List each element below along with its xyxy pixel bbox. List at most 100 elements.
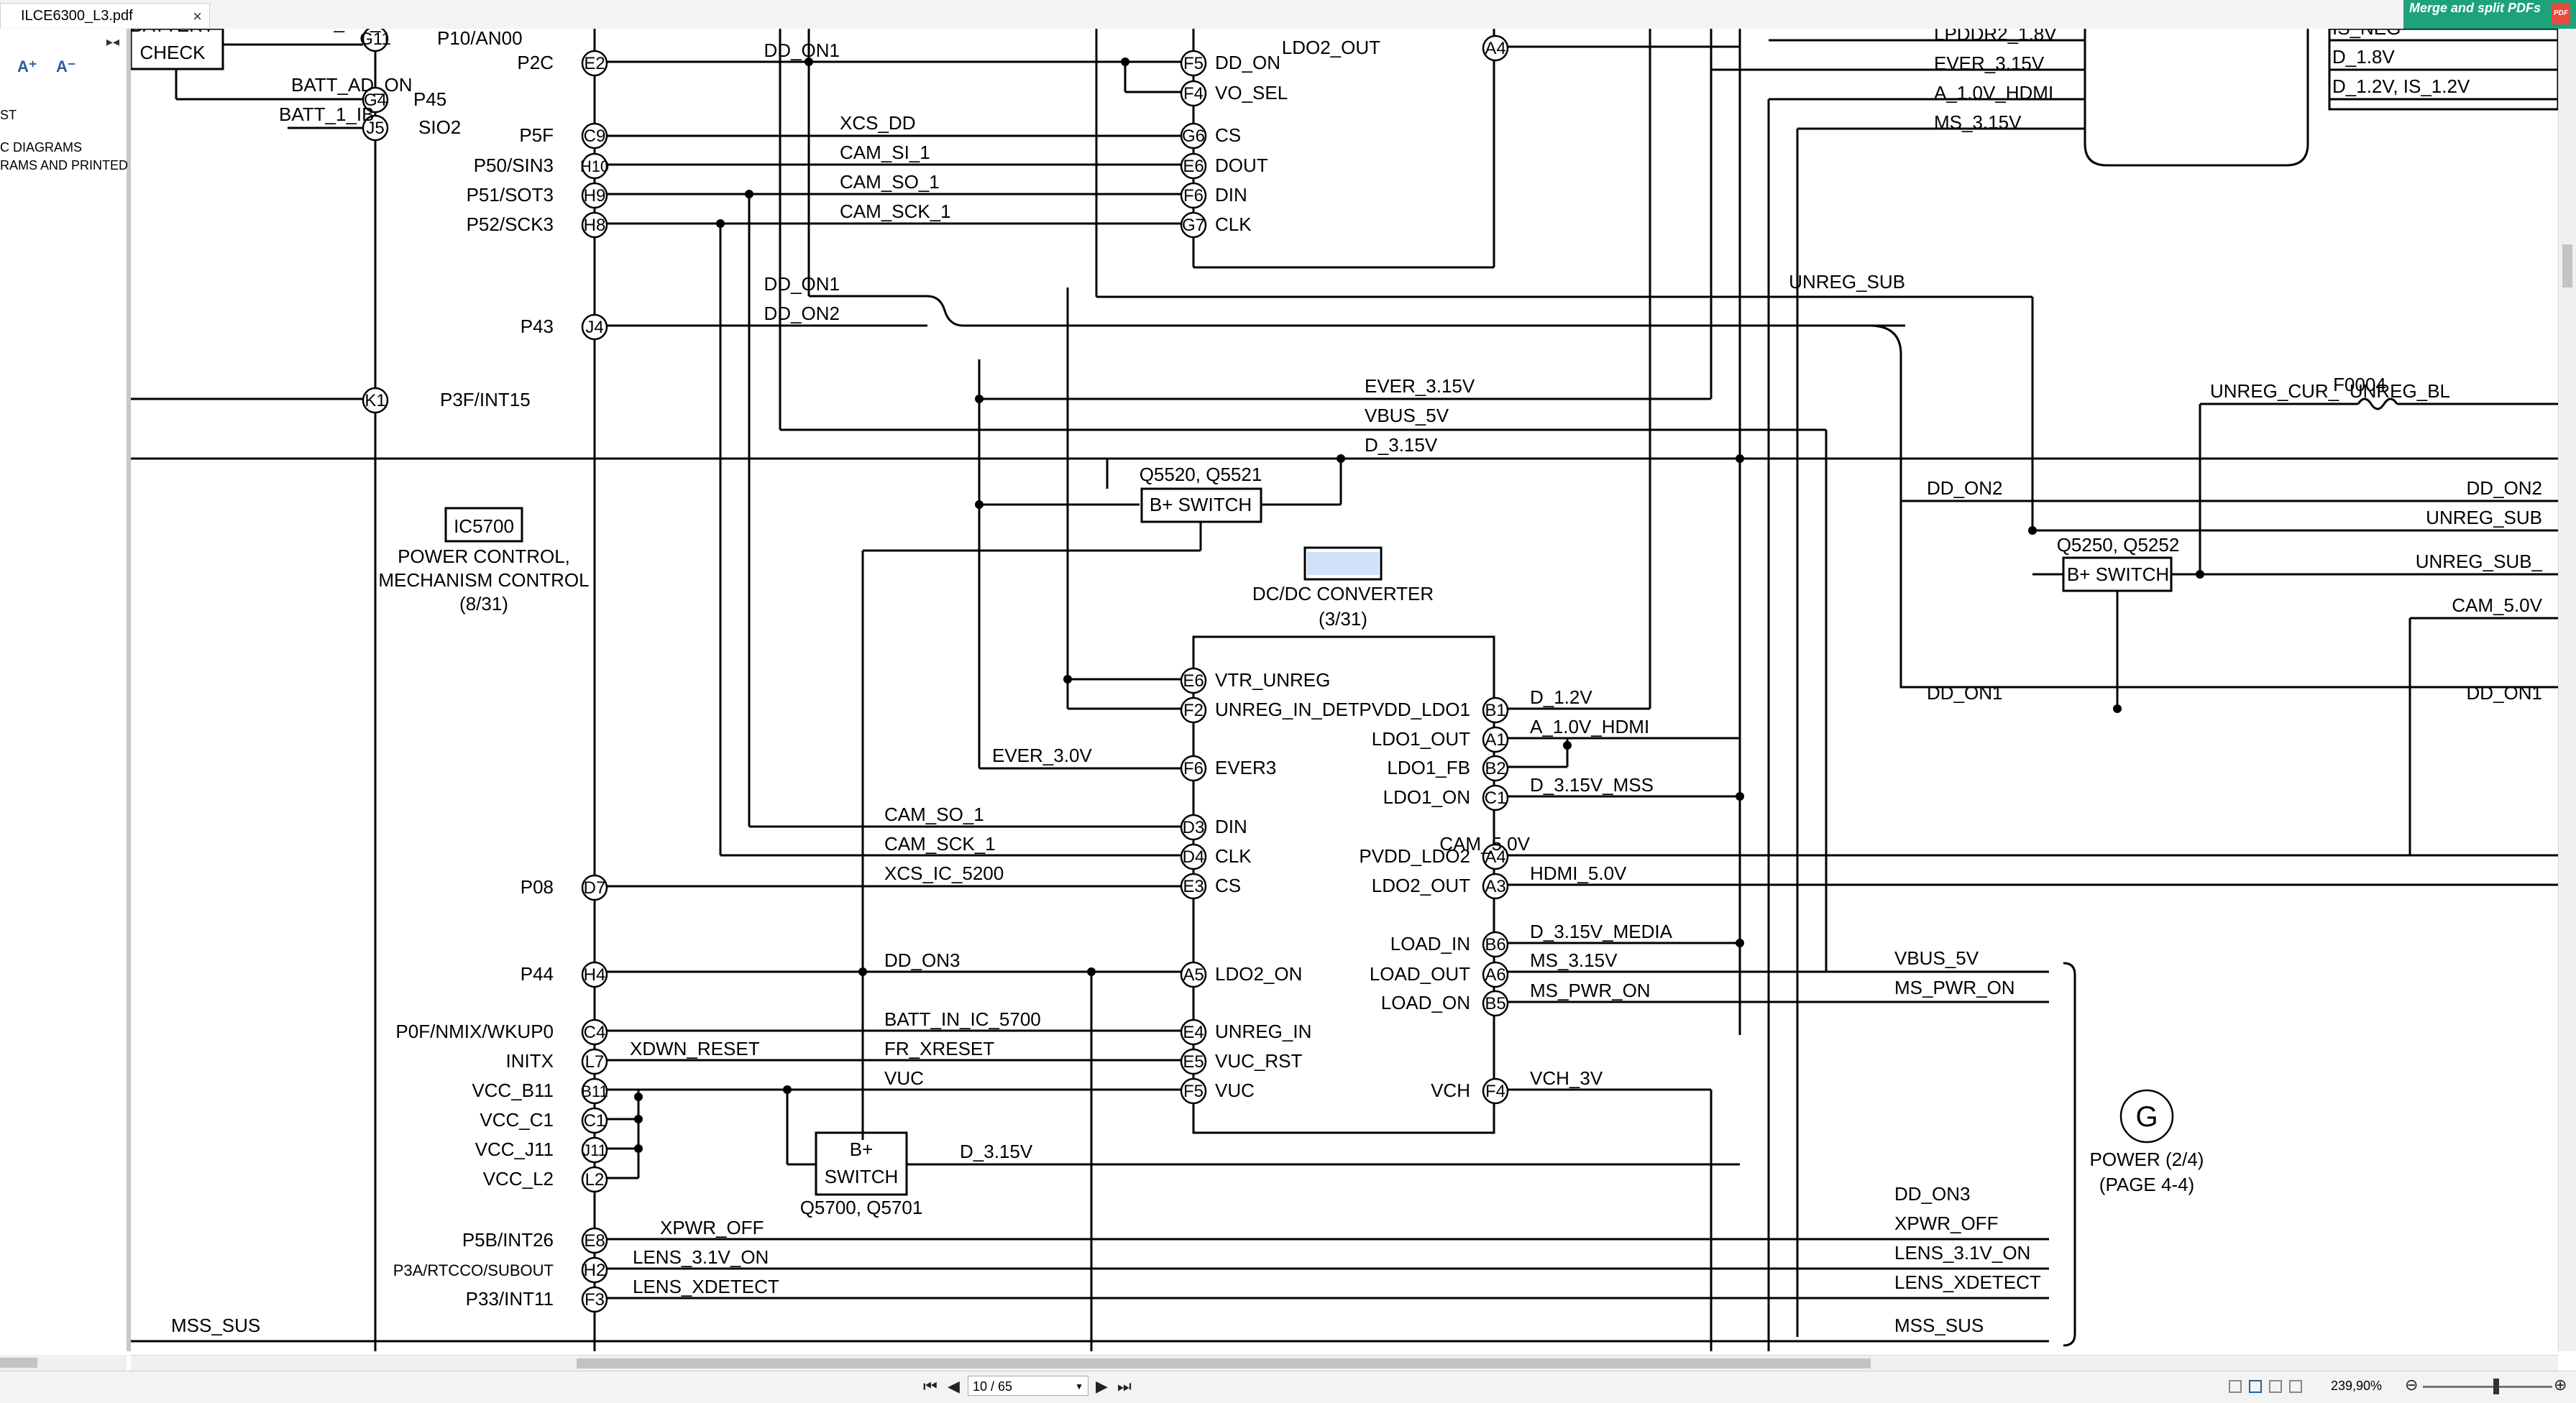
close-icon[interactable]: × [193,7,202,25]
schematic-label: MS_3.15V [1934,111,2022,133]
schematic-label: CLK [1215,213,1252,235]
vertical-scrollbar[interactable] [2558,29,2576,1351]
schematic-label: F0004 [2333,374,2386,395]
facing-continuous-view-icon[interactable] [2289,1380,2302,1393]
schematic-label: UNREG_IN [1215,1021,1311,1042]
pin-circle [1180,873,1207,900]
schematic-label: IC5700 [454,515,514,537]
pin-label: B5 [1485,994,1505,1013]
zoom-out-icon[interactable]: ⊖ [2405,1376,2419,1394]
pin-circle [581,1227,608,1254]
schematic-label: G [2135,1101,2158,1133]
pin-label: C1 [1485,788,1507,808]
schematic-label: CAM_SCK_1 [884,833,996,855]
page-ref-circle [2119,1089,2174,1144]
schematic-label: P10/AN00 [437,29,523,49]
pin-label: J11 [582,1141,607,1159]
pin-circle [1180,80,1207,107]
pin-label: F3 [585,1290,605,1310]
font-increase-button[interactable]: A⁺ [17,58,37,75]
schematic-label: DD_ON1 [2467,682,2542,704]
tab-document[interactable]: ILCE6300_L3.pdf × [0,3,210,28]
pin-circle [581,211,608,239]
continuous-view-icon[interactable] [2249,1380,2262,1393]
pin-label: D3 [1183,818,1205,837]
pin-label: C9 [584,126,606,146]
schematic-label: LDO1_ON [1383,786,1470,808]
schematic-label: DIN [1215,816,1247,837]
facing-view-icon[interactable] [2269,1380,2282,1393]
pin-label: H10 [580,157,609,175]
schematic-label: UNREG_BL [2350,380,2450,402]
single-page-view-icon[interactable] [2229,1380,2242,1393]
pin-label: L7 [585,1052,605,1072]
pin-circle [581,1286,608,1313]
page-number-field[interactable]: 10 / 65 ▼ [968,1376,1088,1396]
schematic-label: VCC_J11 [475,1138,554,1160]
pin-label: E4 [1183,1023,1204,1042]
schematic-label: DIN [1215,184,1247,206]
schematic-label: CAM_5.0V [2452,594,2542,616]
prev-page-button[interactable]: ◀ [948,1377,960,1395]
schematic-label: CAM_SI_1 [840,142,930,163]
sidebar-collapse-icon[interactable]: ▸◂ [106,34,119,49]
schematic-label: D_3.15V [960,1141,1033,1162]
sidebar-scroll-thumb[interactable] [0,1358,37,1368]
vertical-scroll-thumb[interactable] [2562,244,2572,288]
pin-circle [581,1256,608,1284]
pin-label: L2 [585,1170,605,1190]
pin-circle [1180,1077,1207,1105]
junction-dot [1087,967,1096,976]
junction-dot [2196,570,2204,579]
pin-label: H8 [584,216,606,235]
schematic-label: MECHANISM CONTROL [378,569,589,591]
promo-banner[interactable]: Merge and split PDFs PDF [2403,0,2576,29]
pin-circle [581,961,608,988]
schematic-label: POWER CONTROL, [398,546,570,567]
schematic-label: A_1.0V_HDMI [1934,82,2053,104]
pin-circle [581,152,608,180]
schematic-label: POWER (2/4) [2090,1149,2204,1170]
pin-circle [581,182,608,209]
schematic-label: DD_ON3 [884,949,960,971]
chevron-down-icon[interactable]: ▼ [1075,1381,1083,1392]
schematic-label: IS_NEG [2332,29,2401,39]
document-canvas[interactable]: BATTERYCHECKBATT_AD_INBATT_AD_ONBATT_1_I… [131,29,2558,1351]
schematic-label: LOAD_OUT [1370,963,1470,985]
pin-circle [1482,1077,1509,1105]
pin-label: B11 [581,1082,608,1100]
first-page-button[interactable]: ⏮ [923,1377,938,1395]
zoom-slider-knob[interactable] [2493,1379,2499,1394]
bookmark-item[interactable]: RAMS AND PRINTED [0,158,129,172]
zoom-level[interactable]: 239,90% [2331,1379,2383,1393]
pin-circle [1180,1018,1207,1046]
schematic-label: HDMI_5.0V [1530,862,1627,884]
schematic-label: EVER3 [1215,757,1276,778]
horizontal-scrollbar[interactable] [131,1355,2558,1371]
schematic-label: UNREG_SUB [1789,271,1905,293]
schematic-label: UNREG_SUB_ [2416,551,2543,572]
pin-label: F5 [1183,54,1204,73]
schematic-label: P5F [519,124,554,146]
zoom-slider[interactable] [2423,1386,2552,1388]
pin-circle [1180,122,1207,150]
pin-label: C4 [584,1023,606,1042]
pin-circle [1482,961,1509,988]
bookmark-item[interactable]: C DIAGRAMS [0,140,83,155]
bookmark-item[interactable]: ST [0,108,17,122]
pin-label: E8 [584,1231,605,1251]
schematic-label: CLK [1215,845,1252,867]
sidebar-scrollbar[interactable] [0,1355,127,1371]
horizontal-scroll-thumb[interactable] [577,1358,1871,1368]
zoom-in-icon[interactable]: ⊕ [2554,1376,2567,1394]
pin-circle [1482,784,1509,811]
promo-text: Merge and split PDFs [2409,1,2541,15]
pin-label: A1 [1485,730,1505,750]
next-page-button[interactable]: ▶ [1096,1377,1108,1395]
search-highlight [1307,552,1379,575]
font-decrease-button[interactable]: A⁻ [56,58,76,75]
schematic-label: DD_ON3 [1894,1183,1970,1205]
pin-label: J4 [585,318,603,337]
schematic-label: PVDD_LDO1 [1359,699,1470,720]
last-page-button[interactable]: ⏭ [1117,1377,1132,1395]
